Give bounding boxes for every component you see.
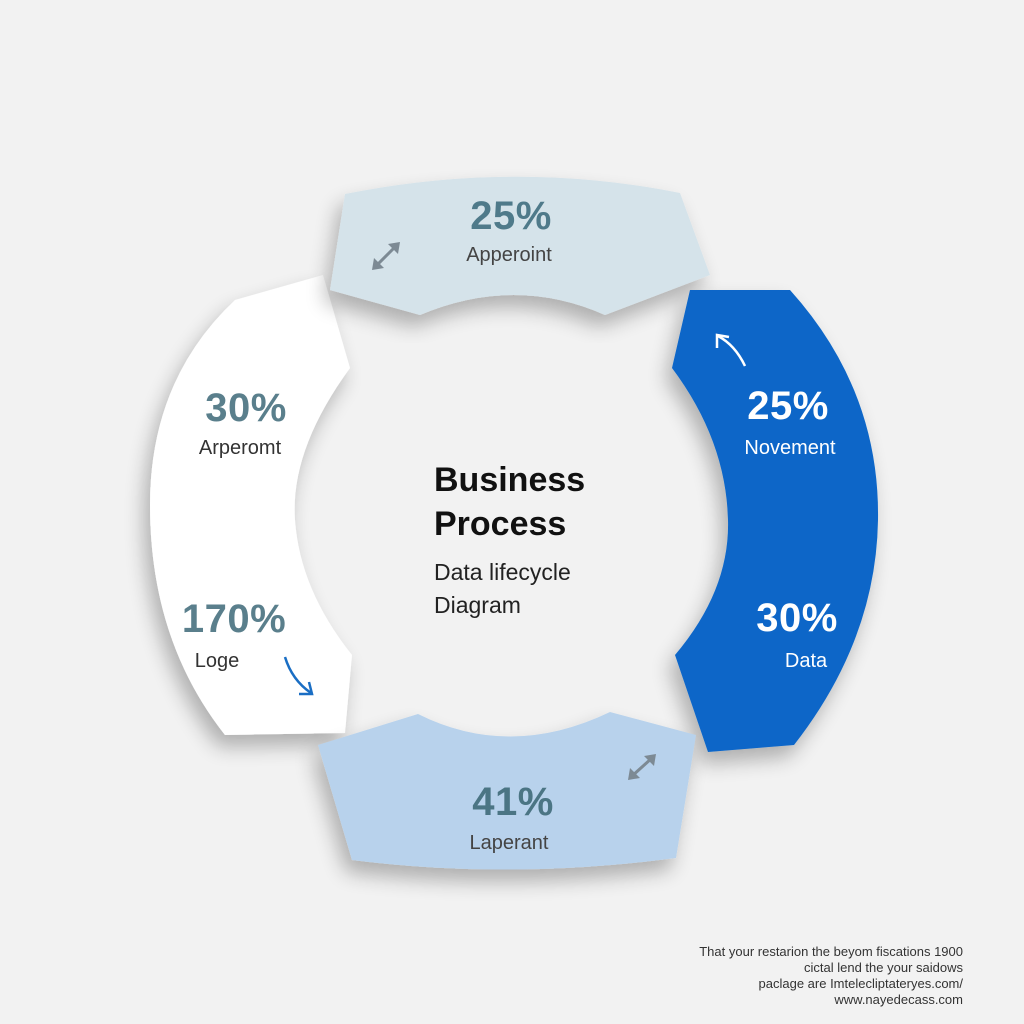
subtitle-line-2: Diagram — [434, 592, 521, 618]
title-line-1: Business — [434, 461, 586, 499]
curved-arrow-down-right-icon — [283, 656, 314, 696]
segment-top-percent: 25% — [470, 194, 552, 238]
segment-right-percent: 25% — [747, 384, 829, 428]
page-title: Business Process — [434, 458, 585, 546]
segment-top-label: Apperoint — [466, 244, 552, 266]
curved-arrow-up-left-icon — [715, 333, 747, 367]
segment-left-label: Arperomt — [198, 437, 282, 459]
footnote: That your restarion the beyom fiscations… — [699, 944, 963, 1008]
segment-bottom-percent: 41% — [472, 780, 554, 824]
double-arrow-diagonal-icon — [628, 754, 656, 780]
footnote-line-3: paclage are Imtelecliptateryes.com/ — [758, 976, 963, 991]
footnote-line-2: cictal lend the your saidows — [804, 960, 963, 975]
footnote-line-4: www.nayedecass.com — [834, 992, 963, 1007]
segment-right[interactable] — [672, 290, 879, 752]
segment-right-label: Novement — [744, 437, 836, 459]
segment-right-lower-percent: 30% — [756, 596, 838, 640]
segment-left-lower-label: Loge — [194, 650, 240, 672]
subtitle-line-1: Data lifecycle — [434, 559, 571, 585]
subtitle: Data lifecycle Diagram — [434, 556, 571, 622]
title-line-2: Process — [434, 505, 567, 543]
segment-bottom[interactable] — [318, 712, 696, 870]
segment-bottom-label: Laperant — [469, 832, 549, 854]
footnote-line-1: That your restarion the beyom fiscations… — [699, 944, 963, 959]
segment-top[interactable] — [330, 176, 710, 315]
segment-left-percent: 30% — [205, 386, 287, 430]
segment-right-lower-label: Data — [784, 650, 828, 672]
double-arrow-diagonal-icon — [372, 242, 400, 270]
segment-left[interactable] — [150, 275, 352, 735]
segment-left-lower-percent: 170% — [181, 597, 287, 641]
